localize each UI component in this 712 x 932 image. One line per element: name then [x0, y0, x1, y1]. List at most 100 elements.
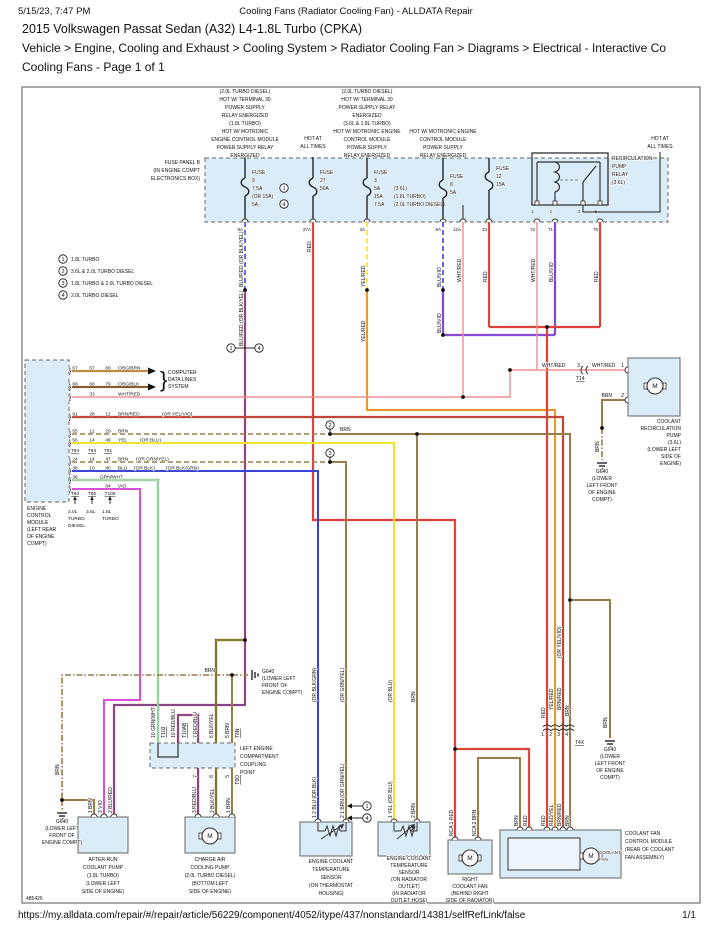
ground-label: (LOWER [592, 476, 612, 482]
diagram-number: 485426 [26, 896, 43, 902]
power-source-label: RELAY ENERGIZED [420, 153, 467, 159]
connector-id: T60 [88, 491, 97, 497]
terminal [363, 218, 371, 223]
diagram-label: 6 [209, 775, 215, 778]
variant-circle [58, 266, 68, 276]
ground-label: FRONT OF [49, 833, 74, 839]
variant-number: 4 [365, 816, 368, 822]
power-source-label: HOT AT [304, 136, 322, 142]
fuse-label: FUSE [252, 170, 266, 176]
component-pin [212, 813, 220, 818]
variant-number: 1 [365, 804, 368, 810]
variant-number: 3 [328, 451, 331, 457]
computer-data-lines-label: COMPUTER [168, 370, 197, 376]
diagram-label: RED/YEL [549, 804, 555, 826]
pin-number: 40 [105, 466, 111, 472]
connector-bracket: } [69, 383, 72, 392]
power-source-label: HOT W/ TERMINAL 30 [219, 97, 271, 103]
diagram-label: 3 VIO [98, 800, 104, 813]
power-source-label: (2.0L TURBO DIESEL) [220, 89, 271, 95]
diagram-border [21, 86, 701, 904]
terminal [439, 218, 447, 223]
fuse-label: 5A [252, 202, 259, 208]
ect-sensor-radiator-label: (IN RADIATOR [392, 891, 426, 897]
component-pin [228, 813, 236, 818]
diagram-label: 5 [225, 775, 231, 778]
page-title: 2015 Volkswagen Passat Sedan (A32) L4-1.… [22, 22, 363, 36]
diagram-label: 10 GRN/WHT [151, 707, 157, 738]
pin-number: 33 [89, 392, 95, 398]
fuse-label: 7.5A [252, 186, 263, 192]
component-pin [194, 813, 202, 818]
computer-data-lines-label: SYSTEM [168, 384, 189, 390]
fuse-label: 15A [374, 194, 384, 200]
diagram-label: BLU/RED (OR BLK/YEL) [239, 231, 245, 287]
diagram-label: 3 [557, 732, 560, 738]
fuse-panel-label: FUSE PANEL B [165, 160, 201, 166]
diagram-label: BRN [514, 815, 520, 826]
terminal-number: 8A [435, 227, 441, 232]
charge-air-cooling-pump-label: (BOTTOM LEFT [192, 881, 229, 887]
wire [311, 222, 457, 749]
diagram-label: 2 BLK/YEL [210, 788, 216, 813]
pin-number: 29 [105, 429, 111, 435]
diagram-label: (OR BLK/GRN) [166, 466, 199, 472]
ect-sensor-radiator-label: SENSOR [398, 870, 420, 876]
diagram-label: BRN/RED [118, 412, 140, 418]
ect-sensor-radiator-label: ENGINE COOLANT [387, 856, 432, 862]
pin-number: 68 [72, 382, 78, 388]
variant-number: 4 [61, 293, 64, 299]
diagram-label: RED [307, 241, 313, 252]
diagram-label: RED [594, 271, 600, 282]
junction-dot [60, 798, 64, 802]
wire [72, 488, 141, 817]
diagram-label: BLU/VIO [437, 267, 443, 287]
coupling-point-label: POINT [240, 770, 255, 776]
motor-letter: M [652, 383, 657, 390]
fuse-label: 27 [320, 178, 326, 184]
coolant-fan-control-module-label: COOLANT FAN [625, 831, 661, 837]
variant-number: 1 [282, 186, 285, 192]
right-coolant-fan-label: COOLANT FAN [452, 884, 488, 890]
pin-number: 47 [105, 457, 111, 463]
diagram-label: NCA 2 BRN [472, 809, 478, 836]
ground-label: OF ENGINE [588, 490, 616, 496]
power-source-label: POWER SUPPLY RELAY [217, 145, 275, 151]
terminal [309, 218, 317, 223]
power-source-label: POWER SUPPLY [423, 145, 463, 151]
power-source-label: HOT W/ MOTRONIC [222, 129, 269, 135]
ground-label: G640 [596, 469, 608, 475]
source-url[interactable]: https://my.alldata.com/repair/#/repair/a… [18, 910, 526, 921]
wire [330, 433, 571, 830]
right-coolant-fan-label: (BEHIND RIGHT [451, 891, 489, 897]
wire [582, 165, 597, 183]
diagram-label: WHT/RED [531, 258, 537, 282]
wire [601, 399, 628, 428]
diagram-label: ORG/BRN [118, 366, 141, 372]
relay-label: PUMP [612, 164, 627, 170]
diagram-label: (OR BLU) [140, 438, 161, 444]
connector-bracket: } [69, 430, 72, 439]
fuse-label: 50A [320, 186, 330, 192]
diagram-label: (OR GRN/YEL) [340, 667, 346, 702]
inline-connector [565, 728, 575, 732]
fuse-label: (2.0L TURBO DIESEL) [394, 202, 445, 208]
diagram-label: BRN [603, 717, 609, 728]
terminal [551, 218, 559, 223]
pin-number: 12 [89, 429, 95, 435]
diagram-label: 4 [565, 732, 568, 738]
ect-sensor-thermostat-label: HOUSING) [319, 891, 344, 897]
diagram-label: BRN [601, 393, 612, 399]
ect-sensor-radiator-label: TEMPERATURE [390, 863, 428, 869]
legend-item: 1.8L TURBO [71, 257, 99, 263]
component-pin [342, 818, 350, 823]
diagram-label: ORG/BLK [118, 382, 140, 388]
diagram-label: RED [523, 815, 529, 826]
pin-number: 24 [72, 457, 78, 463]
junction-dot [441, 288, 445, 292]
power-source-label: CONTROL MODULE [343, 137, 391, 143]
diagram-label: 1 [621, 363, 624, 369]
diagram-label: BRN [55, 764, 61, 775]
coolant-fan-control-module-label: CONTROL MODULE [625, 839, 673, 845]
ground-label: LEFT FRONT [595, 761, 626, 767]
